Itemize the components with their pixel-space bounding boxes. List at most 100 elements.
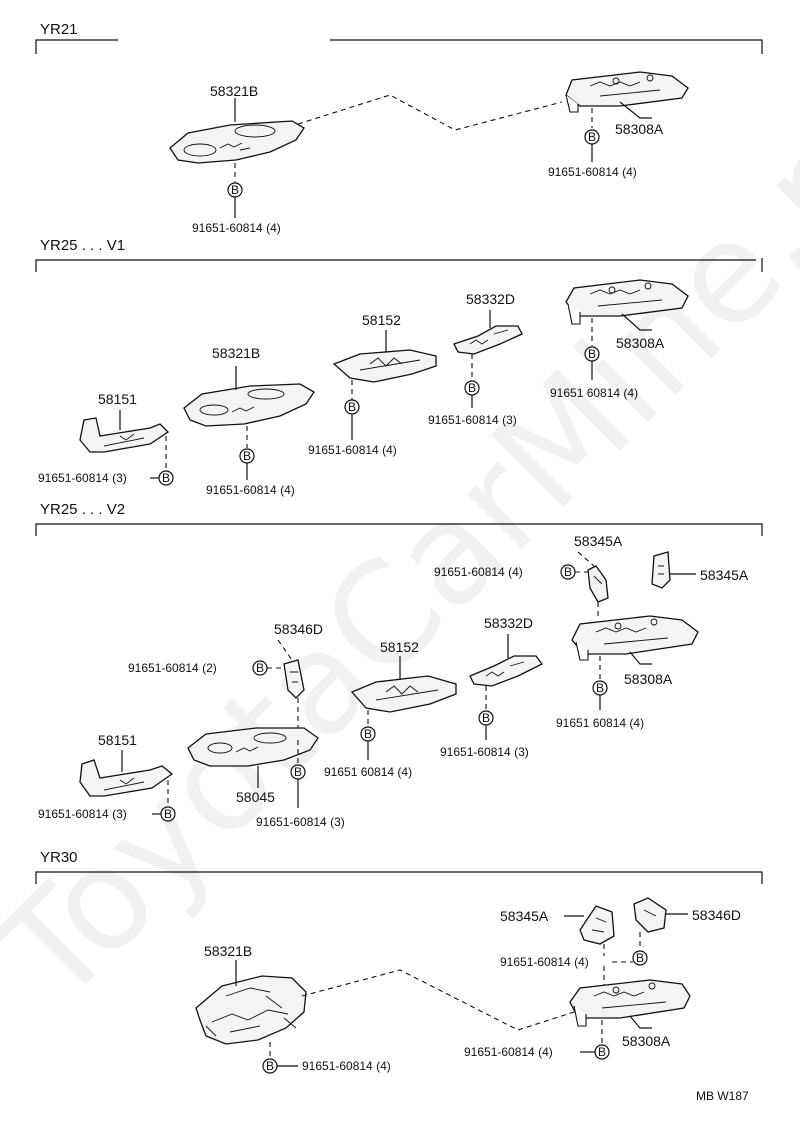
section-title: YR25 . . . V2 <box>40 501 125 518</box>
bolt-code-58308a: 91651 60814 (4) <box>550 386 638 400</box>
part-number-58152: 58152 <box>380 639 419 655</box>
part-number-58332d: 58332D <box>484 615 533 631</box>
part-58045-shape <box>187 727 319 767</box>
bolt-symbol: B <box>594 1044 610 1060</box>
svg-text:B: B <box>348 400 356 414</box>
section-title: YR25 . . . V1 <box>40 237 125 254</box>
bolt-symbol: B <box>290 764 306 780</box>
part-number-58345a-right: 58345A <box>700 567 749 583</box>
svg-text:B: B <box>364 727 372 741</box>
part-58151-shape <box>79 417 170 453</box>
part-number-58151: 58151 <box>98 732 137 748</box>
part-58151-shape <box>79 759 174 797</box>
part-58346d-shape <box>283 659 305 699</box>
bolt-code-58332d: 91651-60814 (3) <box>440 745 529 759</box>
part-number-58346d: 58346D <box>274 621 323 637</box>
bolt-code-58308a: 91651-60814 (4) <box>464 1045 553 1059</box>
part-58321b-shape <box>169 120 305 164</box>
part-number-58332d: 58332D <box>466 291 515 307</box>
part-number-58321b: 58321B <box>204 943 252 959</box>
bolt-code-58152: 91651 60814 (4) <box>324 765 412 779</box>
part-58332d-shape <box>469 655 543 687</box>
bolt-code-58045: 91651-60814 (3) <box>256 815 345 829</box>
bolt-code-58321b: 91651-60814 (4) <box>302 1059 391 1073</box>
bolt-code-58308a: 91651 60814 (4) <box>556 716 644 730</box>
bolt-code-58152: 91651-60814 (4) <box>308 443 397 457</box>
part-58152-shape <box>332 349 437 383</box>
bolt-symbol: B <box>227 182 243 198</box>
section-yr25-v2: YR25 . . . V2 58345A B 91651-60814 (4) 5… <box>35 501 763 829</box>
bolt-code-58346d: 91651-60814 (2) <box>128 661 217 675</box>
bolt-code-58332d: 91651-60814 (3) <box>428 413 517 427</box>
section-yr30: YR30 58345A 58346D B 91651-60814 (4) <box>35 849 763 1074</box>
bolt-symbol: B <box>584 129 600 145</box>
part-number-58151: 58151 <box>98 391 137 407</box>
bolt-symbol: B <box>584 346 600 362</box>
bolt-code-58151: 91651-60814 (3) <box>38 807 127 821</box>
bolt-symbol: B <box>239 448 255 464</box>
part-number-58308a: 58308A <box>616 335 665 351</box>
svg-text:B: B <box>231 183 239 197</box>
section-yr21: YR21 58321B 58308A B 91651-60814 (4) <box>35 21 763 235</box>
svg-text:B: B <box>636 951 644 965</box>
diagram-reference-code: MB W187 <box>696 1089 749 1103</box>
section-bracket <box>35 871 763 884</box>
svg-text:B: B <box>596 681 604 695</box>
connect-line <box>577 551 595 567</box>
bolt-code-brackets: 91651-60814 (4) <box>500 955 589 969</box>
leader-line <box>629 1015 652 1029</box>
section-bracket <box>35 258 763 272</box>
part-number-58345a-top: 58345A <box>574 533 623 549</box>
leader-line <box>629 651 652 665</box>
bolt-symbol: B <box>344 399 360 415</box>
part-number-58152: 58152 <box>362 312 401 328</box>
part-58332d-shape <box>453 325 523 355</box>
svg-text:B: B <box>482 711 490 725</box>
bolt-code-58151: 91651-60814 (3) <box>38 471 127 485</box>
svg-text:B: B <box>164 807 172 821</box>
bolt-symbol: B <box>478 710 494 726</box>
part-58308a-shape <box>571 615 699 661</box>
section-yr25-v1: YR25 . . . V1 58151 B 91651-60814 (3) 58… <box>35 237 763 497</box>
part-number-58308a: 58308A <box>624 671 673 687</box>
part-58345a-shape <box>579 905 615 945</box>
part-58321b-shape <box>183 383 315 427</box>
bolt-code-right: 91651-60814 (4) <box>548 165 637 179</box>
part-number-58308a: 58308A <box>622 1033 671 1049</box>
bolt-code-left: 91651-60814 (4) <box>192 221 281 235</box>
part-58345a-right-shape <box>651 551 671 589</box>
svg-text:B: B <box>598 1045 606 1059</box>
bolt-code-58321b: 91651-60814 (4) <box>206 483 295 497</box>
section-title: YR21 <box>40 21 78 38</box>
bolt-symbol: B <box>160 806 176 822</box>
part-58321b-shape <box>195 975 307 1045</box>
section-bracket <box>35 39 763 54</box>
part-58308a-shape <box>565 279 689 325</box>
svg-text:B: B <box>468 381 476 395</box>
bolt-symbol: B <box>632 950 648 966</box>
svg-text:B: B <box>243 449 251 463</box>
leader-line <box>621 313 652 331</box>
svg-text:B: B <box>266 1059 274 1073</box>
bolt-code-58345a: 91651-60814 (4) <box>434 565 523 579</box>
bolt-symbol: B <box>560 564 576 580</box>
part-58152-shape <box>350 675 457 713</box>
watermark: ToyotaCarMine.ru <box>0 54 800 1035</box>
connect-line <box>297 94 563 131</box>
bolt-symbol: B <box>360 726 376 742</box>
bolt-symbol: B <box>158 470 174 486</box>
svg-text:B: B <box>294 765 302 779</box>
connect-line <box>277 639 293 661</box>
bolt-symbol: B <box>464 380 480 396</box>
part-number-58045: 58045 <box>236 789 275 805</box>
svg-text:B: B <box>162 471 170 485</box>
bolt-symbol: B <box>592 680 608 696</box>
bolt-symbol: B <box>252 660 268 676</box>
part-number-58321b: 58321B <box>210 83 258 99</box>
part-58346d-shape <box>633 897 667 933</box>
part-number-58321b: 58321B <box>212 345 260 361</box>
part-number-58308a: 58308A <box>615 121 664 137</box>
bolt-symbol: B <box>262 1058 278 1074</box>
part-58308a-shape <box>565 71 689 113</box>
